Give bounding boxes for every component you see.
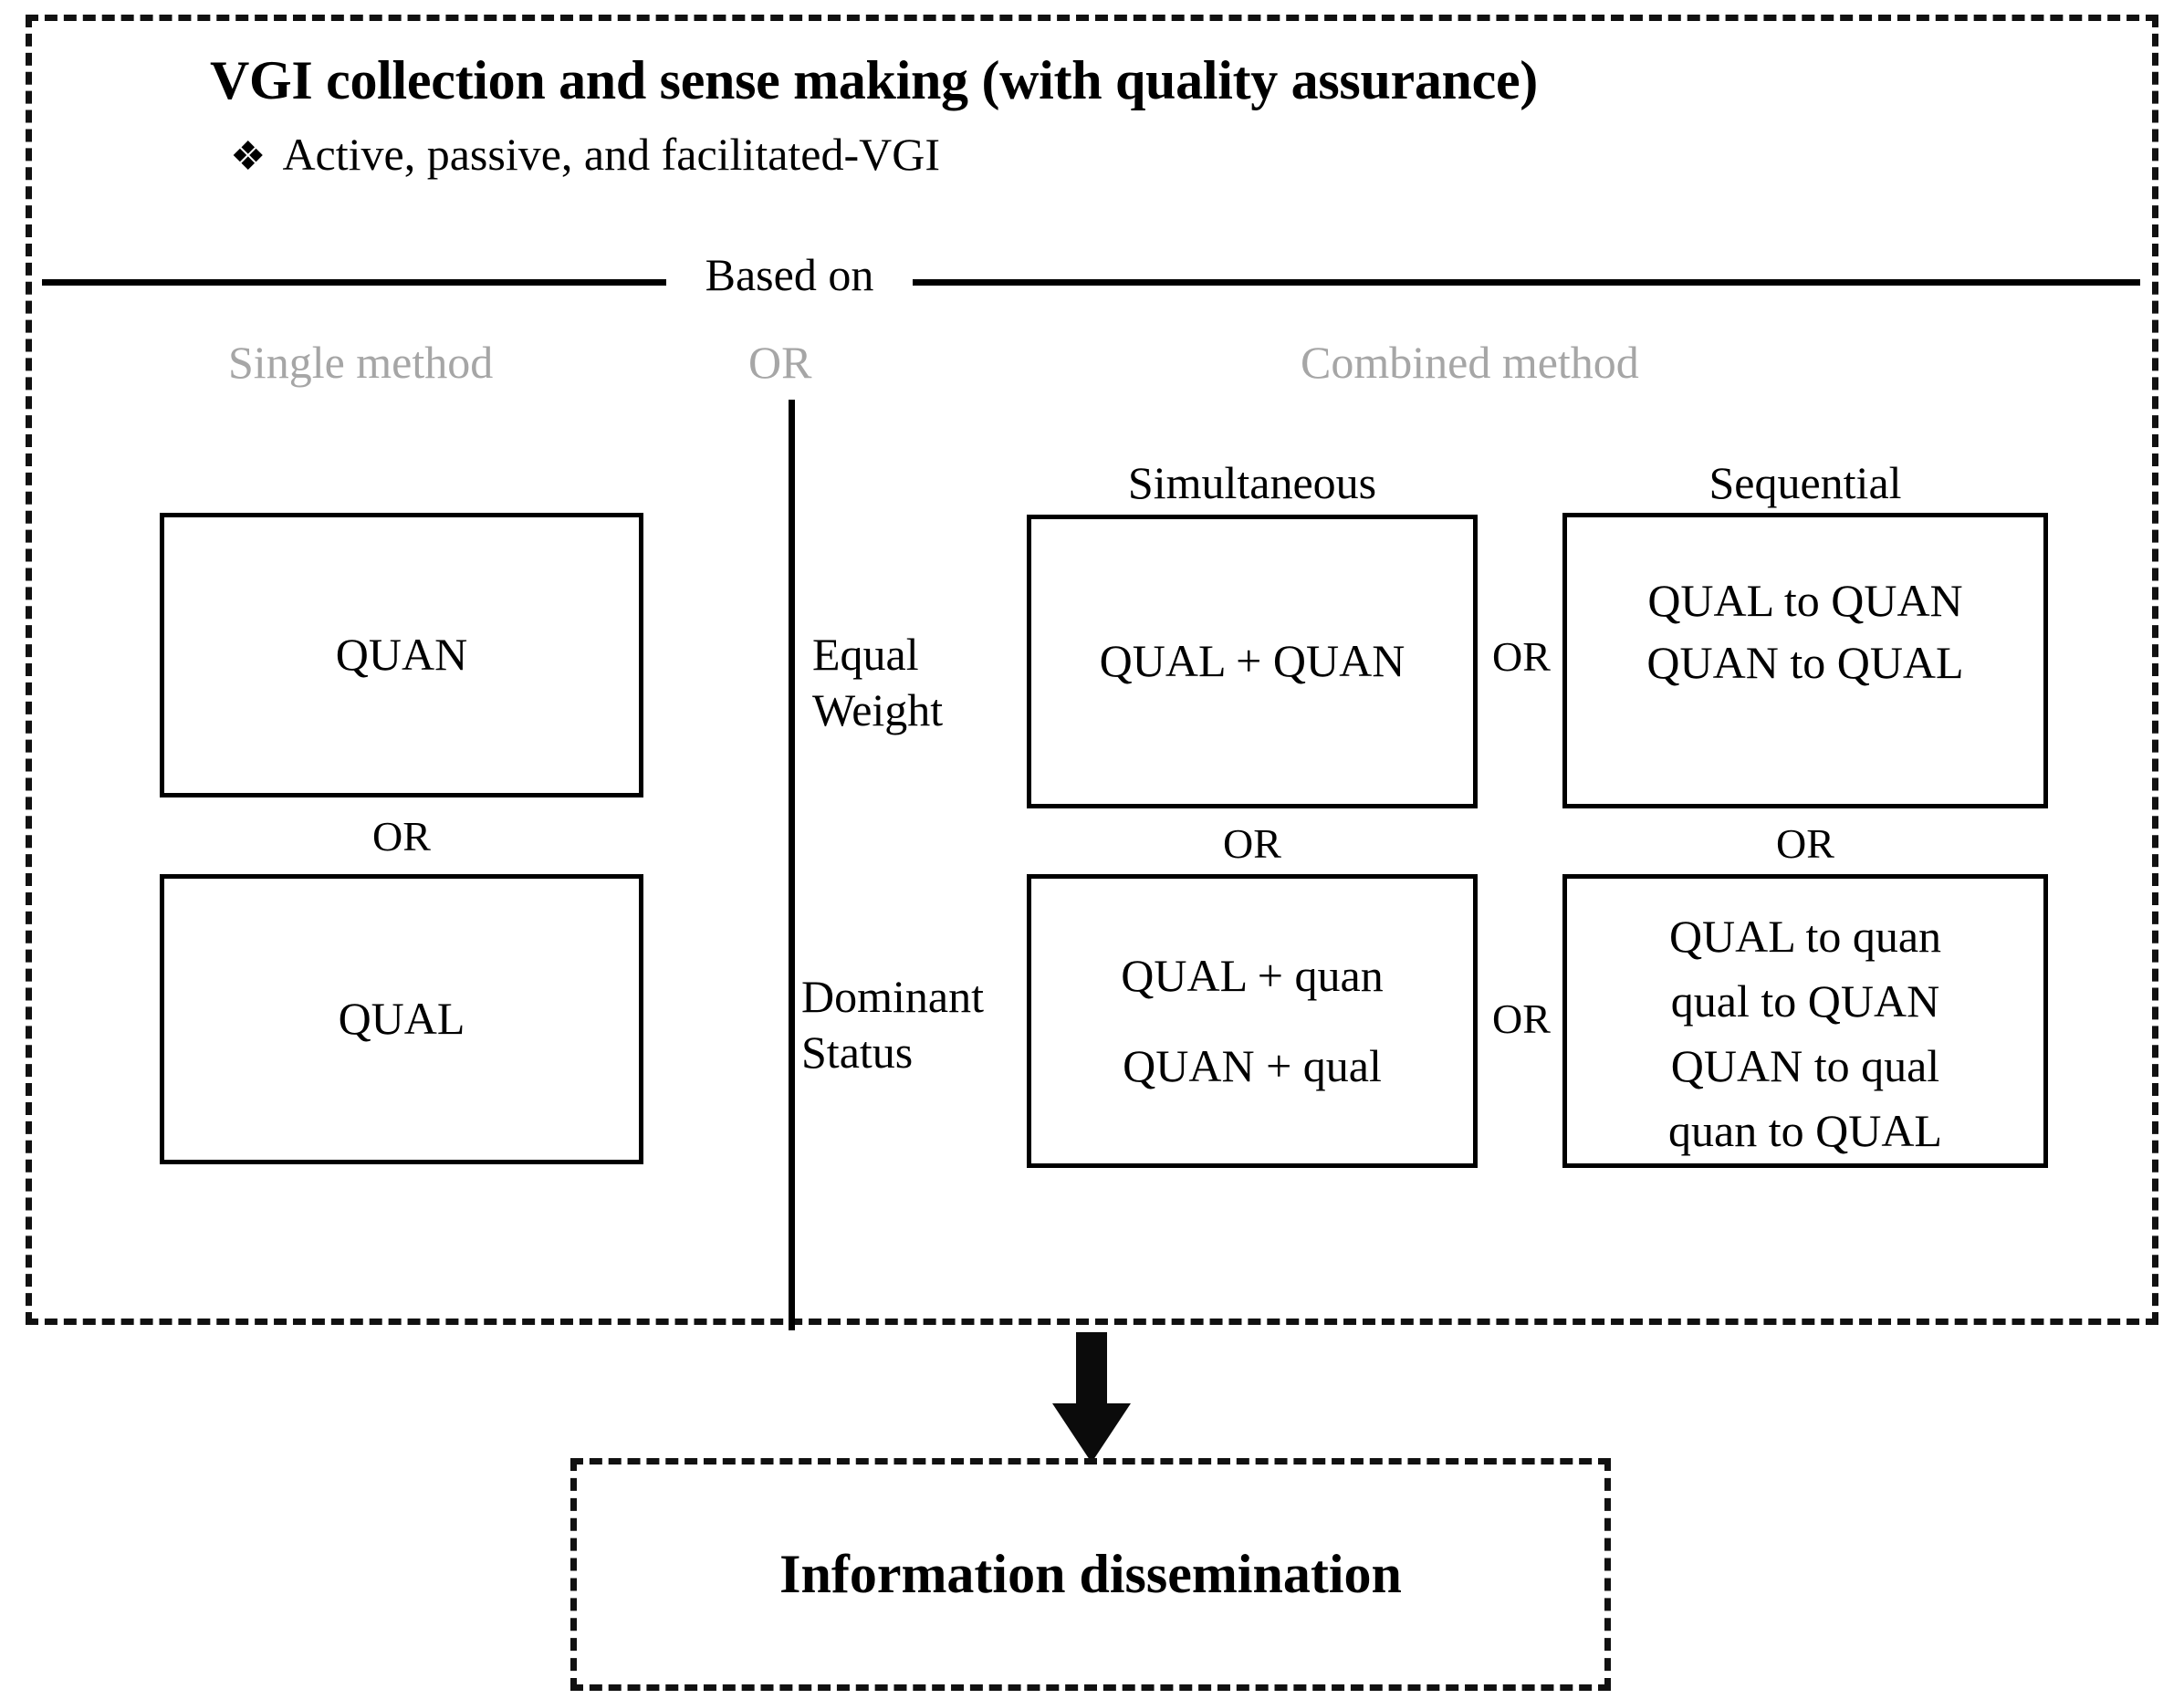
header-bullet-text: Active, passive, and facilitated-VGI — [282, 129, 941, 180]
or-between-equal-weight-boxes: OR — [1492, 633, 1551, 680]
single-method-box-qual-label: QUAL — [338, 993, 465, 1045]
box-sequential-equal-weight-line-2: QUAN to QUAL — [1646, 636, 1964, 688]
diamond-bullet-icon: ❖ — [230, 134, 266, 179]
row-label-dominant-status-line2: Status — [801, 1027, 914, 1078]
single-method-box-qual: QUAL — [160, 874, 643, 1164]
or-between-columns-label: OR — [748, 337, 812, 388]
header-bullet-row: ❖ Active, passive, and facilitated-VGI — [230, 128, 940, 181]
simultaneous-column-header: Simultaneous — [1127, 457, 1377, 508]
box-simultaneous-equal-weight: QUAL + QUAN — [1027, 515, 1478, 808]
or-between-single-method-boxes: OR — [372, 813, 431, 860]
based-on-rule-left — [42, 279, 666, 286]
column-divider — [789, 400, 795, 1330]
down-arrow-icon — [1046, 1332, 1137, 1464]
single-method-box-quan: QUAN — [160, 513, 643, 797]
combined-method-label: Combined method — [1301, 337, 1639, 388]
box-sequential-equal-weight: QUAL to QUAN QUAN to QUAL — [1562, 513, 2048, 808]
row-label-dominant-status: Dominant Status — [801, 969, 984, 1080]
box-sequential-dominant-status-line-1: QUAL to quan — [1668, 911, 1942, 962]
vgi-collection-container — [26, 15, 2158, 1325]
based-on-rule-right — [913, 279, 2140, 286]
information-dissemination-label: Information dissemination — [779, 1544, 1402, 1604]
based-on-label: Based on — [705, 249, 874, 300]
box-simultaneous-equal-weight-line-1: QUAL + QUAN — [1099, 635, 1405, 687]
box-simultaneous-dominant-status-line-1: QUAL + quan — [1121, 949, 1384, 1001]
page-title: VGI collection and sense making (with qu… — [210, 50, 1538, 110]
row-label-equal-weight-line1: Equal — [812, 629, 919, 680]
information-dissemination-container: Information dissemination — [570, 1458, 1611, 1691]
box-sequential-dominant-status: QUAL to quan qual to QUAN QUAN to qual q… — [1562, 874, 2048, 1168]
row-label-dominant-status-line1: Dominant — [801, 971, 984, 1022]
box-sequential-equal-weight-line-1: QUAL to QUAN — [1647, 575, 1963, 626]
row-label-equal-weight-line2: Weight — [812, 684, 944, 735]
single-method-label: Single method — [228, 337, 494, 388]
row-label-equal-weight: Equal Weight — [812, 627, 943, 738]
or-between-dominant-status-boxes: OR — [1492, 995, 1551, 1042]
box-simultaneous-dominant-status: QUAL + quan QUAN + qual — [1027, 874, 1478, 1168]
sequential-column-header: Sequential — [1709, 457, 1902, 508]
box-sequential-dominant-status-line-2: qual to QUAN — [1670, 975, 1940, 1027]
or-between-simultaneous-rows: OR — [1223, 820, 1281, 867]
box-sequential-dominant-status-line-3: QUAN to qual — [1670, 1040, 1940, 1091]
box-sequential-dominant-status-line-4: quan to QUAL — [1668, 1105, 1942, 1156]
or-between-sequential-rows: OR — [1776, 820, 1834, 867]
single-method-box-quan-label: QUAN — [335, 629, 468, 681]
box-simultaneous-dominant-status-line-2: QUAN + qual — [1123, 1040, 1382, 1091]
